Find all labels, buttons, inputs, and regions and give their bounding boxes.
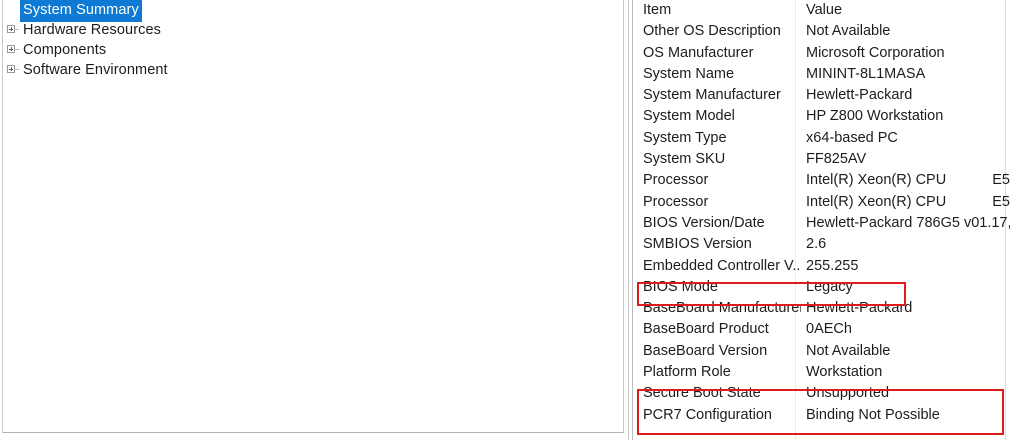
row-value-main: Intel(R) Xeon(R) CPU [806, 193, 947, 210]
table-row-secure-boot-state[interactable]: Secure Boot State Unsupported [634, 383, 1010, 404]
row-value: Not Available [806, 342, 891, 359]
table-row-bios-mode[interactable]: BIOS Mode Legacy [634, 277, 1010, 298]
details-grid-panel[interactable]: Item Value Other OS Description Not Avai… [628, 0, 1010, 440]
row-item: BaseBoard Version [643, 342, 768, 359]
table-row[interactable]: System Manufacturer Hewlett-Packard [634, 85, 1010, 106]
row-value: HP Z800 Workstation [806, 108, 944, 125]
plus-box-icon[interactable] [3, 40, 20, 60]
table-row[interactable]: System Model HP Z800 Workstation [634, 106, 1010, 127]
table-row[interactable]: BaseBoard Version Not Available [634, 341, 1010, 362]
row-item: System Type [643, 129, 727, 146]
row-item: SMBIOS Version [643, 236, 752, 253]
table-row[interactable]: BaseBoard Product 0AECh [634, 319, 1010, 340]
table-row[interactable]: Processor Intel(R) Xeon(R) CPU E5506 [634, 170, 1010, 191]
table-row[interactable]: BIOS Version/Date Hewlett-Packard 786G5 … [634, 213, 1010, 234]
navigation-tree-panel[interactable]: System Summary Hardware Resources Compon… [2, 0, 624, 433]
row-value-model: E5506 [992, 172, 1010, 189]
tree-item-hardware-resources[interactable]: Hardware Resources [3, 20, 623, 40]
table-row[interactable]: System Name MININT-8L1MASA [634, 64, 1010, 85]
row-item: Platform Role [643, 364, 731, 381]
row-value: Microsoft Corporation [806, 44, 945, 61]
row-item: System Manufacturer [643, 87, 781, 104]
row-value: Hewlett-Packard [806, 300, 913, 317]
tree-item-label: System Summary [20, 0, 142, 22]
panel-right-edge [1005, 0, 1006, 440]
row-value: Intel(R) Xeon(R) CPU E5506 [806, 170, 1010, 191]
panel-divider-inner [632, 0, 633, 440]
row-item: PCR7 Configuration [643, 406, 772, 423]
table-row[interactable]: Other OS Description Not Available [634, 21, 1010, 42]
row-value: 2.6 [806, 236, 827, 253]
table-row[interactable]: System Type x64-based PC [634, 128, 1010, 149]
column-header-value[interactable]: Value [806, 2, 843, 18]
row-value-model: E5506 [992, 193, 1010, 210]
tree-item-software-environment[interactable]: Software Environment [3, 60, 623, 80]
row-value: 255.255 [806, 257, 859, 274]
table-row[interactable]: OS Manufacturer Microsoft Corporation [634, 43, 1010, 64]
row-item: System Model [643, 108, 735, 125]
row-item: System SKU [643, 151, 726, 168]
row-value: Not Available [806, 23, 891, 40]
table-row[interactable]: BaseBoard Manufacturer Hewlett-Packard [634, 298, 1010, 319]
tree-item-label: Components [23, 41, 107, 58]
table-row[interactable]: Platform Role Workstation [634, 362, 1010, 383]
table-row-pcr7-configuration[interactable]: PCR7 Configuration Binding Not Possible [634, 405, 1010, 426]
navigation-tree: System Summary Hardware Resources Compon… [3, 0, 623, 80]
plus-box-icon[interactable] [3, 20, 20, 40]
tree-item-label: Hardware Resources [23, 21, 161, 38]
tree-expander-placeholder [3, 0, 20, 20]
row-value: Hewlett-Packard [806, 87, 913, 104]
row-item: Secure Boot State [643, 385, 761, 402]
row-value: Binding Not Possible [806, 406, 940, 423]
details-grid: Item Value Other OS Description Not Avai… [634, 0, 1010, 426]
tree-item-system-summary[interactable]: System Summary [3, 0, 623, 22]
plus-box-icon[interactable] [3, 60, 20, 80]
grid-header-row: Item Value [634, 0, 1010, 21]
table-row[interactable]: Embedded Controller V... 255.255 [634, 256, 1010, 277]
row-value: MININT-8L1MASA [806, 65, 926, 82]
row-item: System Name [643, 65, 735, 82]
panel-divider [628, 0, 629, 440]
row-item: OS Manufacturer [643, 44, 754, 61]
row-item: BIOS Version/Date [643, 214, 765, 231]
row-item: BIOS Mode [643, 278, 718, 295]
table-row[interactable]: Processor Intel(R) Xeon(R) CPU E5506 [634, 192, 1010, 213]
row-value: Hewlett-Packard 786G5 v01.17, 8/ [806, 214, 1010, 231]
row-value: FF825AV [806, 151, 867, 168]
row-item: Processor [643, 172, 709, 189]
row-item: Processor [643, 193, 709, 210]
row-value: Intel(R) Xeon(R) CPU E5506 [806, 192, 1010, 213]
table-row[interactable]: SMBIOS Version 2.6 [634, 234, 1010, 255]
tree-item-components[interactable]: Components [3, 40, 623, 60]
row-value: Unsupported [806, 385, 890, 402]
row-item: Embedded Controller V... [643, 257, 801, 274]
row-value: Workstation [806, 364, 883, 381]
table-row[interactable]: System SKU FF825AV [634, 149, 1010, 170]
row-value: 0AECh [806, 321, 852, 338]
column-header-item[interactable]: Item [643, 2, 672, 18]
tree-item-label: Software Environment [23, 61, 168, 78]
row-item: BaseBoard Product [643, 321, 769, 338]
row-value: x64-based PC [806, 129, 898, 146]
row-value: Legacy [806, 278, 853, 295]
column-divider[interactable] [795, 0, 796, 440]
row-item: BaseBoard Manufacturer [643, 300, 801, 317]
row-value-main: Intel(R) Xeon(R) CPU [806, 172, 947, 189]
row-item: Other OS Description [643, 23, 781, 40]
